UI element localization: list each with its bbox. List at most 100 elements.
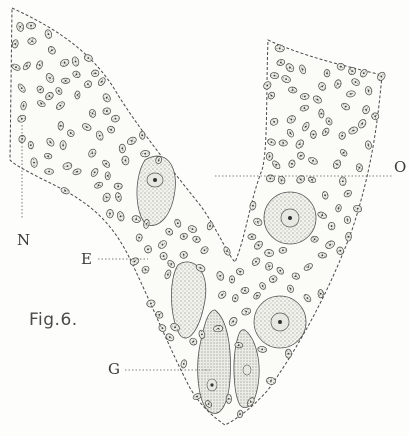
small-nucleus-dot [363, 72, 365, 74]
small-nucleus-dot [359, 167, 361, 169]
small-nucleus-dot [368, 90, 370, 92]
small-nucleus-dot [86, 126, 88, 128]
small-nucleus-dot [60, 105, 62, 107]
small-nucleus-dot [305, 126, 307, 128]
small-nucleus-dot [23, 105, 25, 107]
small-nucleus-dot [279, 270, 281, 272]
small-nucleus-dot [49, 95, 51, 97]
small-nucleus-dot [304, 96, 306, 98]
small-nucleus-dot [270, 178, 272, 180]
small-nucleus-dot [331, 225, 333, 227]
small-nucleus-dot [257, 221, 259, 223]
small-nucleus-dot [328, 121, 330, 123]
small-nucleus-dot [320, 293, 322, 295]
small-nucleus-dot [51, 49, 53, 51]
small-nucleus-dot [48, 171, 50, 173]
small-nucleus-dot [292, 89, 294, 91]
small-nucleus-dot [31, 40, 33, 42]
small-nucleus-dot [209, 225, 211, 227]
small-nucleus-dot [282, 142, 284, 144]
small-nucleus-dot [200, 267, 202, 269]
small-nucleus-dot [94, 72, 96, 74]
small-nucleus-dot [228, 398, 230, 400]
figure-caption: Fig.6. [29, 312, 78, 329]
small-nucleus-dot [291, 163, 293, 165]
small-nucleus-dot [26, 65, 28, 67]
small-nucleus-dot [380, 76, 382, 78]
large-cell-nucleolus [153, 178, 157, 182]
small-nucleus-dot [350, 93, 352, 95]
small-nucleus-dot [238, 344, 240, 346]
small-nucleus-dot [256, 295, 258, 297]
small-nucleus-dot [144, 153, 146, 155]
small-nucleus-dot [300, 179, 302, 181]
small-nucleus-dot [91, 152, 93, 154]
small-nucleus-dot [352, 130, 354, 132]
small-nucleus-dot [204, 249, 206, 251]
small-nucleus-dot [325, 131, 327, 133]
small-nucleus-dot [147, 248, 149, 250]
small-nucleus-dot [329, 244, 331, 246]
small-nucleus-dot [274, 75, 276, 77]
small-nucleus-dot [361, 123, 363, 125]
small-nucleus-dot [158, 314, 160, 316]
germ-cell-nucleus [243, 365, 251, 375]
small-nucleus-dot [48, 33, 50, 35]
small-nucleus-dot [307, 266, 309, 268]
small-nucleus-dot [177, 222, 179, 224]
small-nucleus-dot [33, 162, 35, 164]
small-nucleus-dot [170, 263, 172, 265]
small-nucleus-dot [338, 207, 340, 209]
small-nucleus-dot [120, 215, 122, 217]
small-nucleus-dot [208, 403, 210, 405]
small-nucleus-dot [110, 129, 112, 131]
small-nucleus-dot [40, 103, 42, 105]
small-nucleus-dot [226, 250, 228, 252]
small-nucleus-dot [304, 107, 306, 109]
small-nucleus-dot [192, 228, 194, 230]
small-nucleus-dot [217, 328, 219, 330]
small-nucleus-dot [62, 144, 64, 146]
small-nucleus-dot [117, 185, 119, 187]
small-nucleus-dot [321, 214, 323, 216]
small-nucleus-dot [339, 250, 341, 252]
small-nucleus-dot [58, 90, 60, 92]
small-nucleus-dot [312, 160, 314, 162]
small-nucleus-dot [317, 99, 319, 101]
small-nucleus-dot [167, 274, 169, 276]
label-o: O [394, 160, 406, 175]
small-nucleus-dot [355, 81, 357, 83]
small-nucleus-dot [183, 235, 185, 237]
small-nucleus-dot [168, 231, 170, 233]
small-nucleus-dot [347, 219, 349, 221]
small-nucleus-dot [221, 294, 223, 296]
small-nucleus-dot [115, 118, 117, 120]
small-nucleus-dot [311, 179, 313, 181]
small-nucleus-dot [262, 285, 264, 287]
small-nucleus-dot [201, 334, 203, 336]
small-nucleus-dot [75, 61, 77, 63]
small-nucleus-dot [336, 163, 338, 165]
small-nucleus-dot [324, 194, 326, 196]
small-nucleus-dot [271, 141, 273, 143]
label-e: E [81, 252, 92, 267]
small-nucleus-dot [313, 134, 315, 136]
small-nucleus-dot [19, 26, 21, 28]
small-nucleus-dot [345, 106, 347, 108]
small-nucleus-dot [30, 25, 32, 27]
small-nucleus-dot [299, 143, 301, 145]
small-nucleus-dot [109, 213, 111, 215]
small-nucleus-dot [21, 118, 23, 120]
small-nucleus-dot [268, 252, 270, 254]
large-cell-nucleolus [288, 216, 292, 220]
small-nucleus-dot [60, 125, 62, 127]
small-nucleus-dot [150, 303, 152, 305]
small-nucleus-dot [196, 396, 198, 398]
small-nucleus-dot [275, 164, 277, 166]
small-nucleus-dot [341, 135, 343, 137]
small-nucleus-dot [351, 70, 353, 72]
small-nucleus-dot [290, 288, 292, 290]
small-nucleus-dot [288, 353, 290, 355]
small-nucleus-dot [234, 297, 236, 299]
